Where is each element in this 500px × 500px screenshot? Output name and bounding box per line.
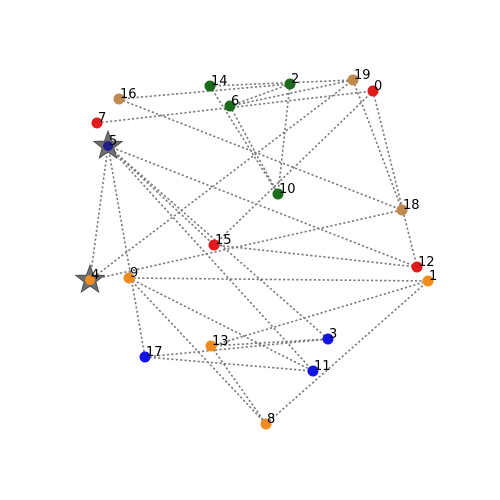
node-label-16: 16 [120, 87, 137, 102]
node-5 [103, 141, 113, 151]
node-label-6: 6 [231, 94, 239, 109]
edge-16-2 [118, 83, 291, 100]
edge-4-5 [89, 145, 109, 281]
edge-5-15 [107, 145, 215, 246]
node-1 [422, 275, 434, 287]
node-label-10: 10 [279, 182, 296, 197]
edge-4-18 [89, 209, 403, 281]
node-label-3: 3 [329, 327, 337, 342]
edge-6-2 [229, 83, 291, 107]
edge-5-17 [107, 145, 146, 358]
node-4 [85, 275, 95, 285]
node-9 [123, 272, 135, 284]
node-label-0: 0 [374, 79, 382, 94]
edge-9-11 [128, 277, 314, 372]
node-19 [347, 74, 359, 86]
node-label-14: 14 [211, 74, 228, 89]
edge-15-0 [213, 90, 374, 246]
node-label-19: 19 [354, 68, 371, 83]
edge-6-10 [229, 105, 279, 195]
node-label-1: 1 [429, 269, 437, 284]
node-14 [204, 80, 216, 92]
node-10 [272, 188, 284, 200]
node-11 [307, 365, 319, 377]
node-2 [284, 78, 296, 90]
edge-6-19 [229, 79, 354, 107]
edge-17-3 [144, 338, 329, 358]
node-15 [208, 239, 220, 251]
node-label-13: 13 [212, 334, 229, 349]
edge-19-18 [352, 79, 403, 211]
node-label-9: 9 [130, 266, 138, 281]
node-label-2: 2 [291, 72, 299, 87]
node-label-17: 17 [146, 345, 163, 360]
edge-0-12 [372, 90, 418, 268]
node-3 [322, 333, 334, 345]
edge-17-11 [144, 356, 314, 372]
edge-13-8 [210, 345, 267, 425]
node-label-15: 15 [215, 233, 232, 248]
node-12 [411, 261, 423, 273]
node-17 [139, 351, 151, 363]
node-6 [224, 100, 236, 112]
edge-2-10 [277, 83, 291, 195]
node-label-4: 4 [91, 268, 99, 283]
node-label-12: 12 [418, 255, 435, 270]
node-7 [91, 117, 103, 129]
node-label-18: 18 [403, 198, 420, 213]
edge-9-1 [128, 277, 429, 282]
node-13 [205, 340, 217, 352]
edges-layer [89, 79, 429, 425]
node-label-5: 5 [109, 134, 117, 149]
edge-4-19 [89, 79, 354, 281]
node-0 [367, 85, 379, 97]
node-8 [260, 418, 272, 430]
node-label-11: 11 [314, 359, 331, 374]
edge-14-19 [209, 79, 354, 87]
edge-15-12 [213, 244, 418, 268]
node-label-7: 7 [98, 111, 106, 126]
edge-8-1 [265, 280, 429, 425]
node-label-8: 8 [267, 412, 275, 427]
edge-14-10 [209, 85, 279, 195]
node-16 [113, 93, 125, 105]
nodes-layer [74, 74, 434, 430]
node-18 [396, 204, 408, 216]
